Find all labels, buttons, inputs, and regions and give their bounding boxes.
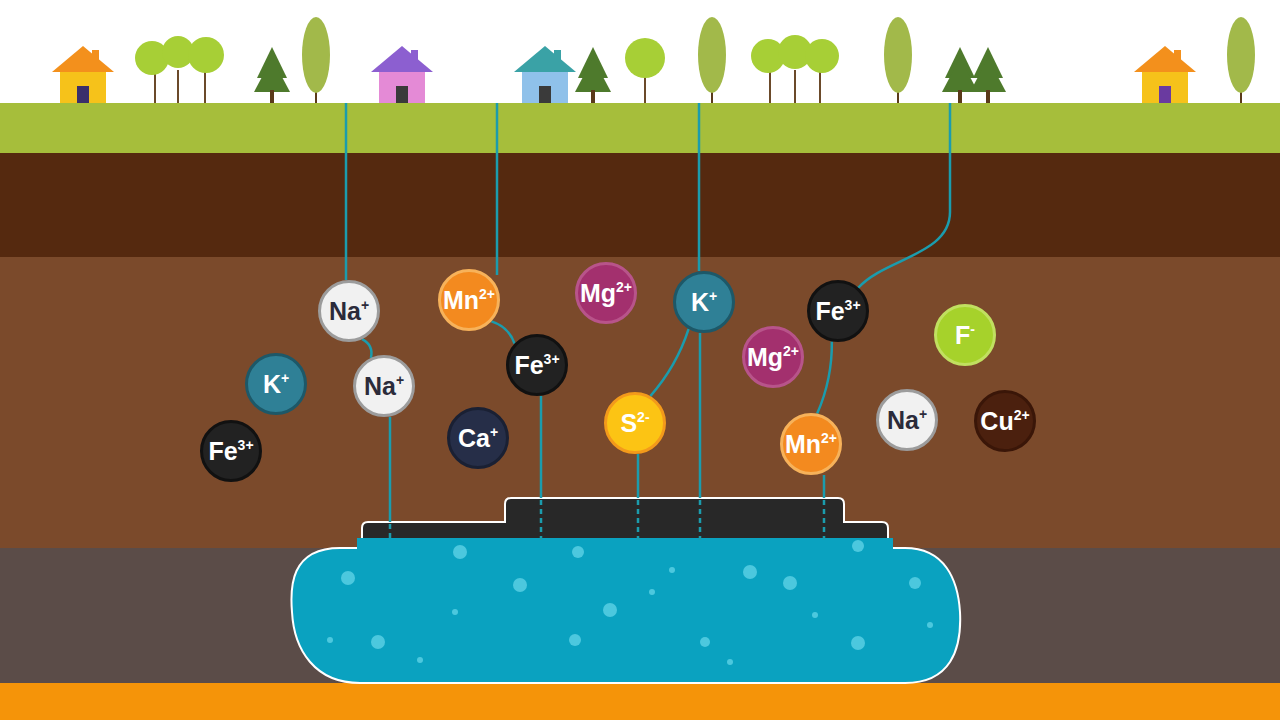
poplar — [302, 17, 1255, 103]
ion-label: K+ — [263, 371, 289, 397]
ion-circle: Fe3+ — [807, 280, 869, 342]
ion-label: Fe3+ — [208, 438, 253, 464]
ion-circle: K+ — [245, 353, 307, 415]
ion-circle: Fe3+ — [506, 334, 568, 396]
ion-circle: S2- — [604, 392, 666, 454]
ion-label: Ca+ — [458, 425, 498, 451]
ion-label: Fe3+ — [514, 352, 559, 378]
tree — [135, 35, 839, 103]
ion-circle: Mn2+ — [780, 413, 842, 475]
pipe-connector — [650, 329, 688, 396]
well-pipe — [346, 103, 950, 540]
house — [371, 46, 433, 103]
ion-label: Na+ — [364, 373, 404, 399]
house — [52, 46, 114, 103]
ion-label: Mg2+ — [747, 344, 799, 370]
ion-circle: Na+ — [353, 355, 415, 417]
ion-circle: Mg2+ — [742, 326, 804, 388]
pipe-connector — [817, 341, 832, 413]
ion-label: Cu2+ — [980, 408, 1029, 434]
ion-label: F- — [955, 322, 975, 348]
ion-circle: Fe3+ — [200, 420, 262, 482]
ion-circle: Na+ — [876, 389, 938, 451]
ion-label: Na+ — [887, 407, 927, 433]
aquifer — [291, 498, 960, 683]
ion-circle: Mn2+ — [438, 269, 500, 331]
ion-label: Fe3+ — [815, 298, 860, 324]
ion-circle: F- — [934, 304, 996, 366]
house — [1134, 46, 1196, 103]
house — [514, 46, 576, 103]
ion-circle: Cu2+ — [974, 390, 1036, 452]
ion-label: Na+ — [329, 298, 369, 324]
ion-label: S2- — [620, 410, 649, 436]
ion-circle: Ca+ — [447, 407, 509, 469]
ion-circle: Na+ — [318, 280, 380, 342]
ion-label: K+ — [691, 289, 717, 315]
ion-label: Mg2+ — [580, 280, 632, 306]
ion-circle: K+ — [673, 271, 735, 333]
pipe-connector — [362, 339, 371, 358]
ion-circle: Mg2+ — [575, 262, 637, 324]
ion-label: Mn2+ — [785, 431, 837, 457]
pipe-connector — [491, 321, 514, 343]
ion-label: Mn2+ — [443, 287, 495, 313]
